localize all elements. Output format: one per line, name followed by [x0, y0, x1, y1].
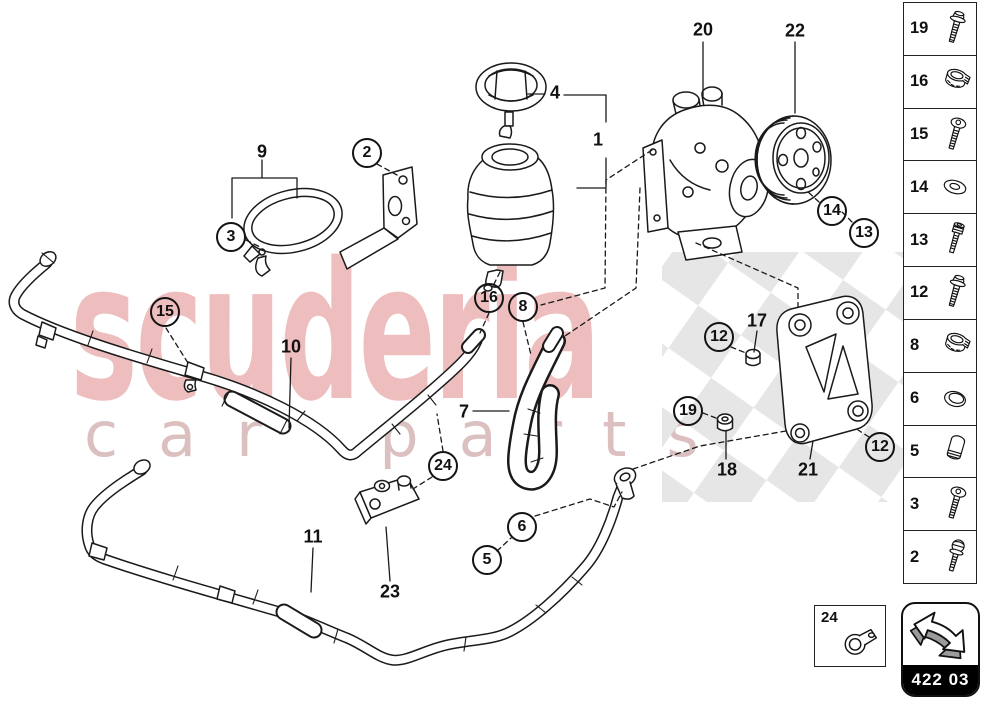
- back-arrow-icon: [909, 611, 966, 660]
- callout-7[interactable]: 7: [458, 401, 470, 422]
- bracket-23: [354, 475, 420, 525]
- flange-bolt-icon: [934, 9, 976, 49]
- pump: [642, 86, 770, 261]
- watermark-brand: scuderia: [70, 222, 601, 443]
- extra-part-box[interactable]: 24: [814, 605, 886, 667]
- sidebar-item-15[interactable]: 15: [904, 108, 976, 162]
- callout-8[interactable]: 8: [508, 292, 538, 322]
- bushing-17: [745, 348, 761, 367]
- callout-12[interactable]: 12: [704, 322, 734, 352]
- callout-22[interactable]: 22: [784, 20, 806, 41]
- pipe-10: [8, 251, 486, 461]
- part-number: 2: [910, 547, 920, 566]
- part-number: 16: [910, 72, 929, 91]
- callout-2[interactable]: 2: [352, 138, 382, 168]
- callout-9[interactable]: 9: [256, 141, 268, 162]
- washer-icon: [934, 167, 976, 207]
- sidebar-item-14[interactable]: 14: [904, 161, 976, 215]
- hose-clamp-icon: [934, 62, 976, 102]
- sidebar-item-8[interactable]: 8: [904, 319, 976, 373]
- callout-13[interactable]: 13: [849, 218, 879, 248]
- bushing-18: [716, 413, 734, 432]
- callout-6[interactable]: 6: [507, 512, 537, 542]
- page-nav-box[interactable]: 422 03: [901, 602, 980, 697]
- sidebar-item-12[interactable]: 12: [904, 267, 976, 320]
- parts-sidebar: 19 16 15 14 13 12 8 6 5 3 2: [903, 2, 977, 584]
- callout-19[interactable]: 19: [673, 396, 703, 426]
- callout-5[interactable]: 5: [472, 545, 502, 575]
- part-number: 12: [910, 283, 929, 302]
- sidebar-item-3[interactable]: 3: [904, 478, 976, 532]
- part-number: 8: [910, 336, 920, 355]
- callout-15[interactable]: 15: [150, 297, 180, 327]
- union-bolt-icon: [934, 431, 976, 471]
- callout-11[interactable]: 11: [303, 526, 323, 547]
- pipe-clamp-icon: [837, 616, 883, 669]
- part-number: 3: [910, 494, 920, 513]
- part-number: 13: [910, 230, 929, 249]
- callout-14[interactable]: 14: [817, 196, 847, 226]
- bracket-21: [776, 295, 873, 445]
- part-number: 6: [910, 389, 920, 408]
- callout-10[interactable]: 10: [280, 336, 302, 357]
- reservoir: [466, 62, 555, 292]
- callout-12[interactable]: 12: [865, 432, 895, 462]
- sidebar-item-5[interactable]: 5: [904, 425, 976, 479]
- part-number: 19: [910, 19, 929, 38]
- part-number: 14: [910, 177, 929, 196]
- sidebar-item-16[interactable]: 16: [904, 55, 976, 109]
- callout-21[interactable]: 21: [797, 459, 819, 480]
- pulley: [754, 115, 832, 205]
- watermark-sub: car parts: [84, 398, 739, 471]
- leader-lines-dashed: [165, 149, 870, 552]
- leader-lines-solid: [231, 41, 814, 593]
- callout-3[interactable]: 3: [216, 222, 246, 252]
- callout-24[interactable]: 24: [428, 451, 458, 481]
- part-number: 24: [821, 609, 838, 626]
- callout-1[interactable]: 1: [592, 129, 604, 150]
- callout-23[interactable]: 23: [379, 581, 401, 602]
- callout-17[interactable]: 17: [746, 310, 768, 331]
- sidebar-item-6[interactable]: 6: [904, 372, 976, 426]
- hose-clamp-icon: [934, 326, 976, 366]
- seal-ring-icon: [934, 379, 976, 419]
- pipe-11: [81, 459, 637, 666]
- callout-18[interactable]: 18: [716, 459, 738, 480]
- sidebar-item-13[interactable]: 13: [904, 214, 976, 268]
- sidebar-item-19[interactable]: 19: [904, 3, 976, 56]
- callout-16[interactable]: 16: [474, 283, 504, 313]
- button-bolt-icon: [934, 115, 976, 155]
- hose-7: [507, 326, 566, 491]
- page-code: 422 03: [903, 665, 978, 695]
- ball-bolt-icon: [934, 537, 976, 577]
- sidebar-item-2[interactable]: 2: [904, 531, 976, 583]
- part-number: 5: [910, 441, 920, 460]
- callout-20[interactable]: 20: [692, 19, 714, 40]
- callout-4[interactable]: 4: [549, 82, 561, 103]
- button-bolt-icon: [934, 484, 976, 524]
- flange-bolt-icon: [934, 273, 976, 313]
- bracket-9: [243, 166, 418, 277]
- cap-bolt-icon: [934, 220, 976, 260]
- part-number: 15: [910, 125, 929, 144]
